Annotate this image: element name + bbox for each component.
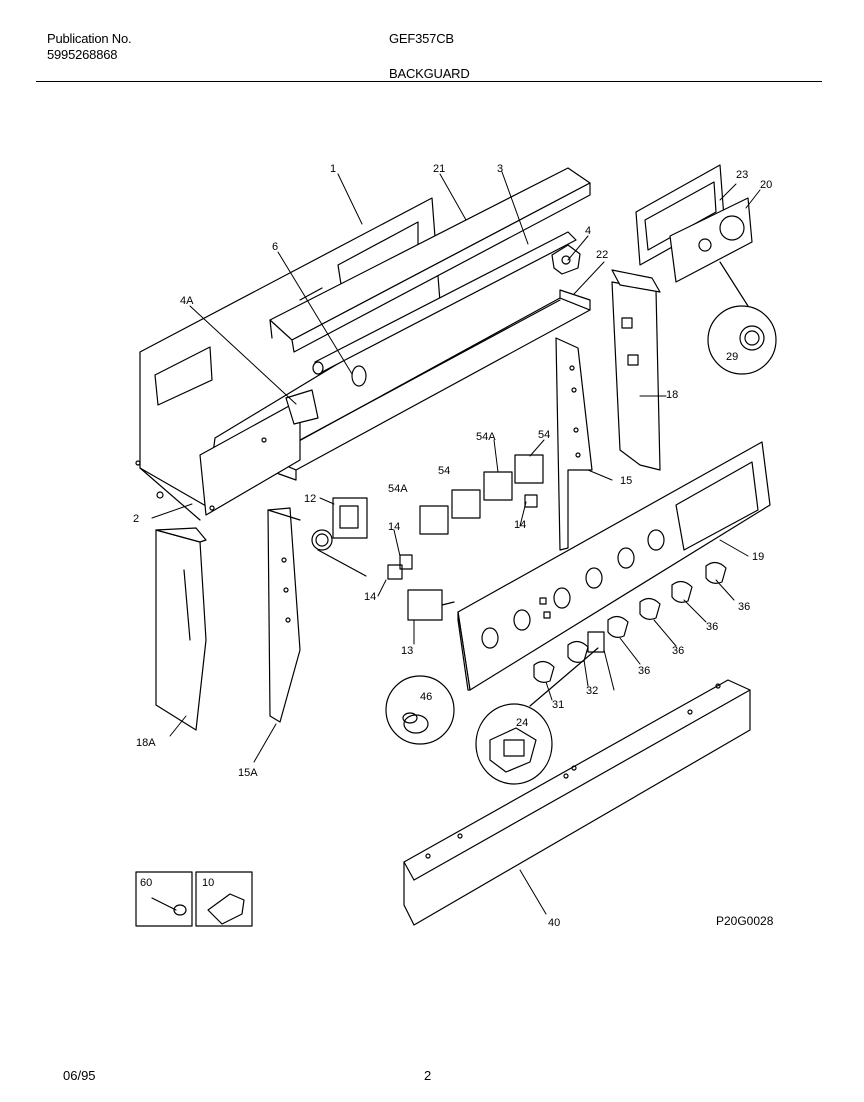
callout-54-left: 54 [438,465,450,477]
top-trim [269,167,591,353]
callout-60: 60 [140,877,152,889]
callout-54a-upper: 54A [476,431,496,443]
side-frame-right [555,337,593,551]
callout-4: 4 [585,225,591,237]
side-trim-left [155,527,207,731]
callout-36-1: 36 [738,601,750,613]
callout-24: 24 [516,717,528,729]
callout-21: 21 [433,163,445,175]
callout-labels: 1 21 3 4 22 23 20 6 4A 29 18 54A 54 54 5… [133,163,772,929]
callout-18: 18 [666,389,678,401]
rocker-switch-inset [475,647,599,785]
callout-2: 2 [133,513,139,525]
callout-18a: 18A [136,737,156,749]
side-bracket-left [199,389,319,516]
callout-20: 20 [760,179,772,191]
callout-29: 29 [726,351,738,363]
infinite-switch [311,497,368,577]
callout-23: 23 [736,169,748,181]
hardware-screw-box [135,871,193,927]
callout-54a-lower: 54A [388,483,408,495]
callout-32: 32 [586,685,598,697]
lamp-holder [551,244,581,275]
publication-label: Publication No. [47,31,132,46]
control-knobs [533,561,727,683]
callout-36-3: 36 [672,645,684,657]
lower-trim-panel [403,679,751,926]
callout-1: 1 [330,163,336,175]
callout-22: 22 [596,249,608,261]
timer-bracket [611,269,661,471]
callout-54-right: 54 [538,429,550,441]
callout-40: 40 [548,917,560,929]
callout-13: 13 [401,645,413,657]
drawing-code: P20G0028 [716,914,774,928]
rotary-switches [387,454,544,580]
callout-6: 6 [272,241,278,253]
model-number: GEF357CB [389,31,454,46]
clock-knob-inset [707,261,777,375]
callout-12: 12 [304,493,316,505]
hardware-clip-box [195,871,253,927]
page-number: 2 [424,1068,432,1083]
publication-date: 06/95 [63,1068,96,1083]
leader-lines [151,171,761,915]
callout-15: 15 [620,475,632,487]
callout-3: 3 [497,163,503,175]
callout-10: 10 [202,877,214,889]
side-bracket-15a [267,507,301,723]
callout-46: 46 [420,691,432,703]
callout-14-left: 14 [364,591,376,603]
callout-14-right: 14 [514,519,526,531]
callout-4a: 4A [180,295,194,307]
callout-36-2: 36 [706,621,718,633]
header-rule [36,81,822,82]
knob-insert-inset [385,675,455,745]
publication-number: 5995268868 [47,47,118,62]
callout-36-4: 36 [638,665,650,677]
section-title: BACKGUARD [389,66,470,81]
fluorescent-tube [312,231,577,387]
clock-module [669,197,753,283]
control-panel [457,441,771,691]
callout-31: 31 [552,699,564,711]
callout-14-top: 14 [388,521,400,533]
thermostat [407,589,455,621]
callout-15a: 15A [238,767,258,779]
callout-19: 19 [752,551,764,563]
